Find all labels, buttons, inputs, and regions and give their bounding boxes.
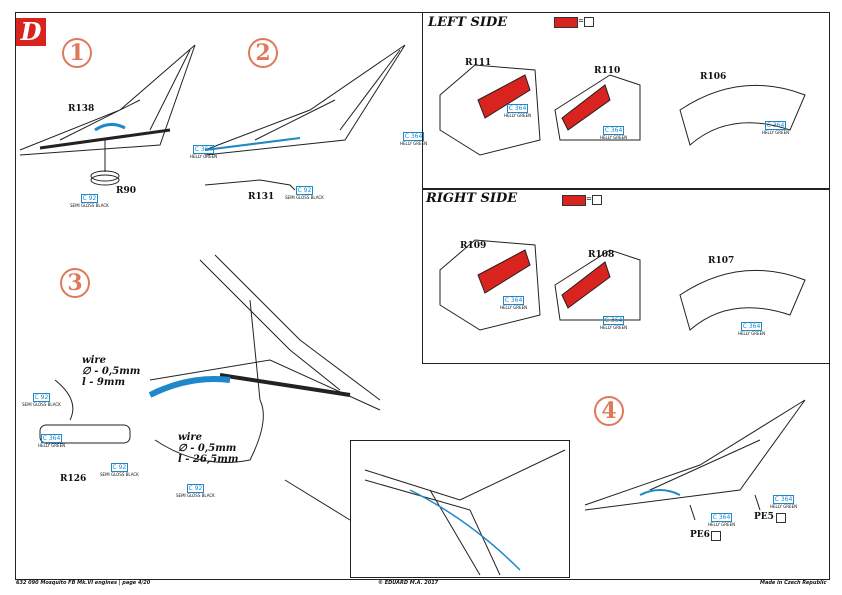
right-side-panel xyxy=(422,189,830,364)
part-label-r138: R138 xyxy=(68,104,95,114)
part-label-r107: R107 xyxy=(708,256,735,266)
wire-spec-1: wire ∅ - 0,5mm l - 9mm xyxy=(82,355,140,388)
swatch-equals: = xyxy=(586,195,592,203)
left-r110-red-fill xyxy=(561,84,611,131)
wire-length: l - 26,5mm xyxy=(178,454,239,465)
red-swatch xyxy=(554,17,578,28)
part-label-pe5: PE5 xyxy=(754,512,774,522)
right-side-drawings xyxy=(439,239,806,331)
red-swatch xyxy=(562,195,586,206)
section-badge: D xyxy=(16,18,46,46)
step-4-badge: 4 xyxy=(594,396,624,426)
part-label-r90: R90 xyxy=(116,186,137,196)
right-side-title: RIGHT SIDE xyxy=(426,191,518,206)
right-r108-red-fill xyxy=(561,261,611,309)
step2-engine-mount-drawing xyxy=(204,44,406,191)
inset-pointer-line xyxy=(284,479,351,521)
left-side-title: LEFT SIDE xyxy=(428,15,508,30)
part-label-pe6: PE6 xyxy=(690,530,710,540)
photo-etch-icon xyxy=(776,513,786,523)
part-label-r126: R126 xyxy=(60,474,87,484)
inset-detail-drawing xyxy=(364,449,566,576)
step1-engine-mount-drawing xyxy=(19,44,196,186)
part-label-r106: R106 xyxy=(700,72,727,82)
wire-length: l - 9mm xyxy=(82,377,126,388)
part-label-r111: R111 xyxy=(465,58,492,68)
step4-engine-mount-drawing xyxy=(584,399,806,521)
footer-origin: Made in Czech Republic xyxy=(760,580,827,586)
photo-etch-icon xyxy=(584,17,594,27)
part-label-r108: R108 xyxy=(588,250,615,260)
wire-title: wire xyxy=(178,432,203,443)
step3-engine-mount-drawing xyxy=(39,254,381,463)
left-side-panel xyxy=(422,12,830,189)
step-2-badge: 2 xyxy=(248,38,278,68)
left-r111-red-fill xyxy=(477,74,531,119)
step2-highlight xyxy=(204,137,301,151)
part-label-r109: R109 xyxy=(460,241,487,251)
step-1-badge: 1 xyxy=(62,38,92,68)
part-label-r110: R110 xyxy=(594,66,621,76)
wire-diameter: ∅ - 0,5mm xyxy=(178,443,237,454)
wire-spec-2: wire ∅ - 0,5mm l - 26,5mm xyxy=(178,432,238,465)
step1-highlight xyxy=(94,123,126,132)
inset-detail-panel xyxy=(350,440,570,578)
step-3-badge: 3 xyxy=(60,268,90,298)
swatch-equals: = xyxy=(578,17,584,25)
footer-product-info: 632 090 Mosquito FB Mk.VI engines | page… xyxy=(16,580,151,586)
photo-etch-icon xyxy=(592,195,602,205)
wire-diameter: ∅ - 0,5mm xyxy=(82,366,141,377)
wire-title: wire xyxy=(82,355,107,366)
right-r109-red-fill xyxy=(477,249,531,294)
part-label-r131: R131 xyxy=(248,192,275,202)
step3-highlight xyxy=(148,376,231,398)
footer-copyright: © EDUARD M.A. 2017 xyxy=(378,580,439,586)
photo-etch-icon xyxy=(711,531,721,541)
left-side-drawings xyxy=(439,64,806,156)
